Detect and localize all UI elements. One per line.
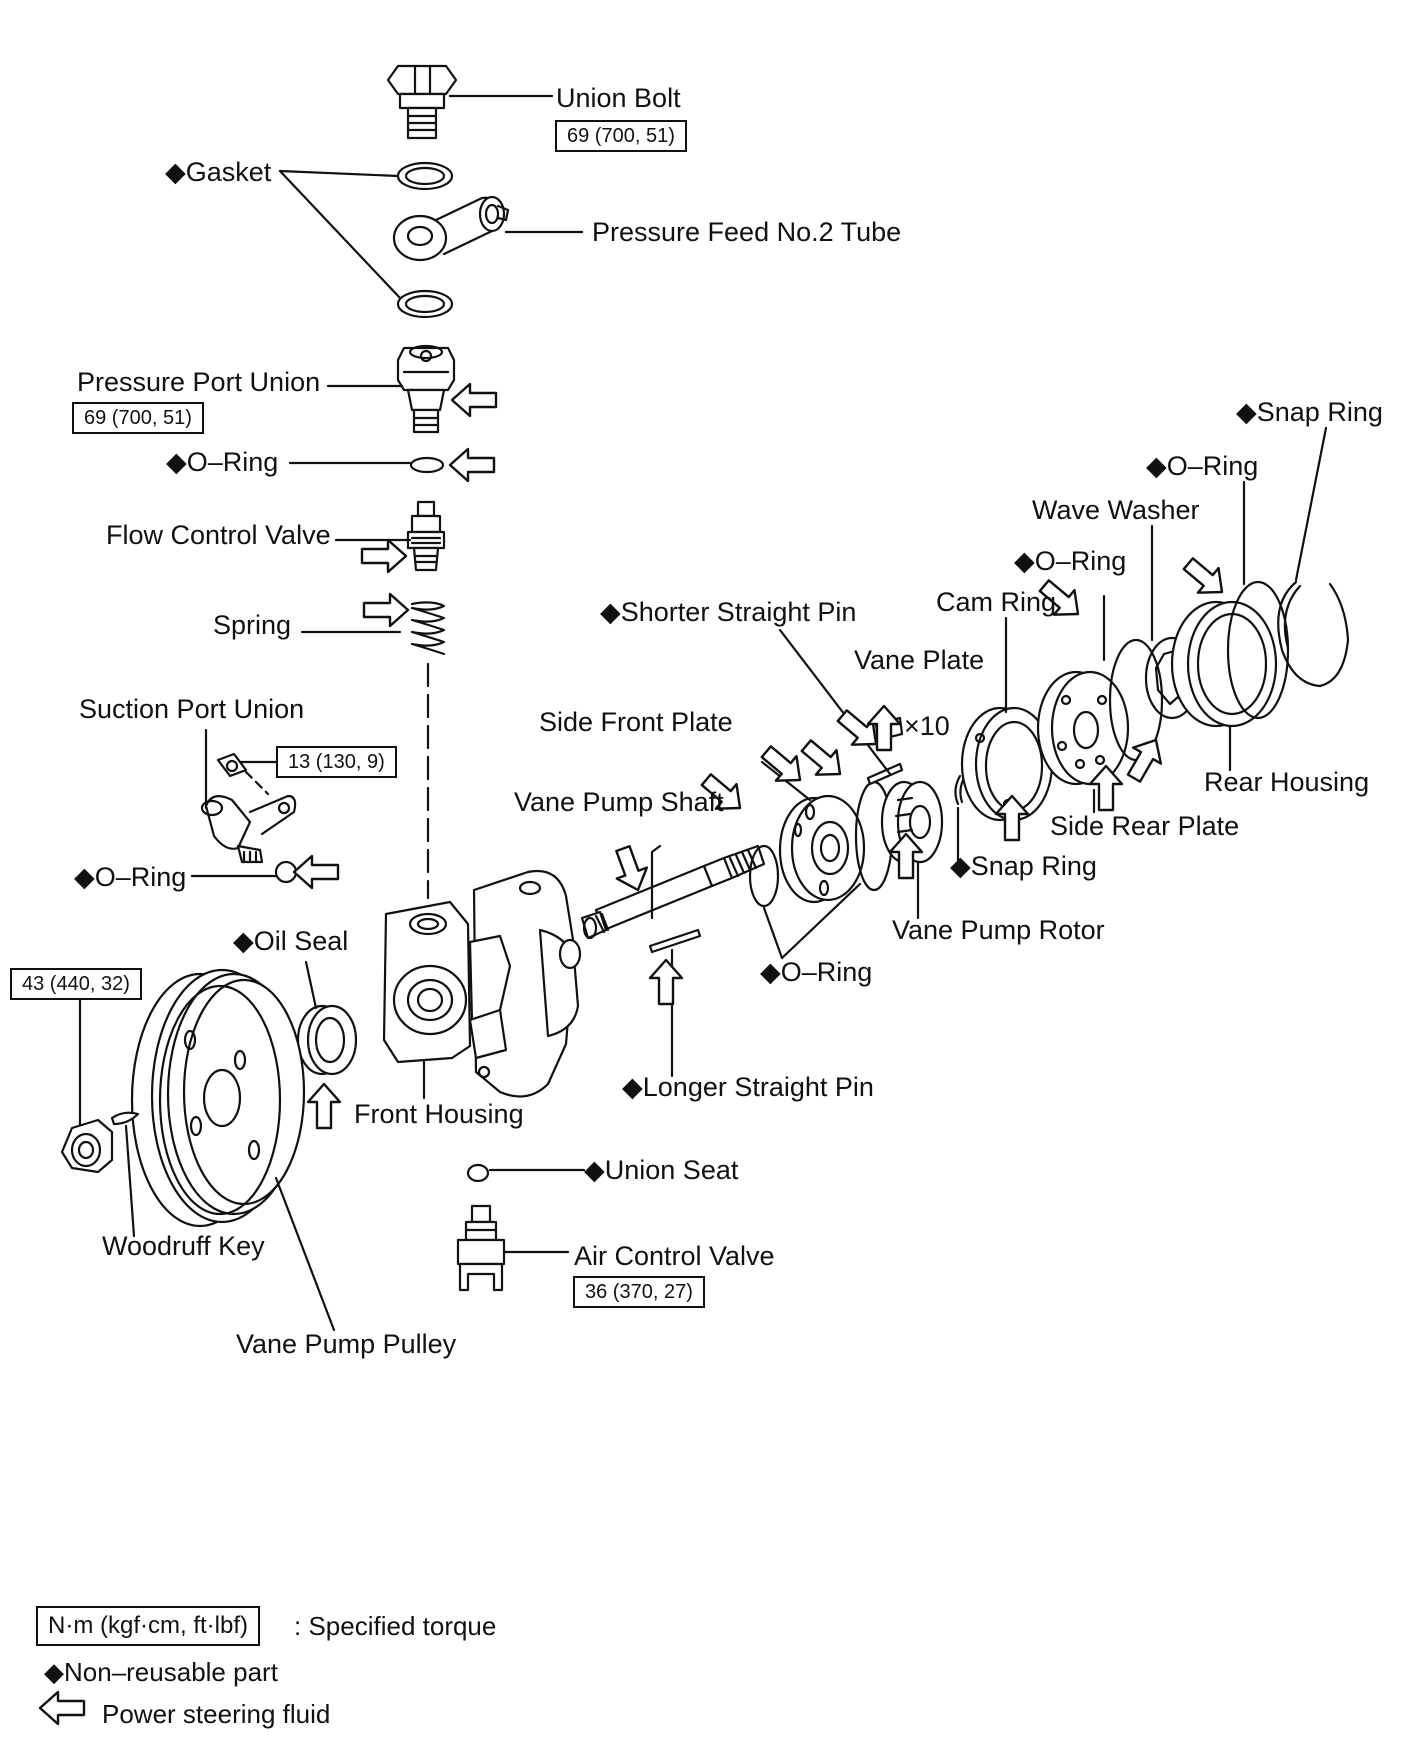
snap-ring-outer-part <box>1277 580 1350 688</box>
label-union-seat: ◆Union Seat <box>584 1155 739 1185</box>
pulley-nut-part <box>60 1118 114 1174</box>
torque-pressure-port-union: 69 (700, 51) <box>72 402 204 434</box>
torque-air-control-valve: 36 (370, 27) <box>573 1276 705 1308</box>
vane-pump-pulley-part <box>130 968 306 1228</box>
union-seat-part <box>466 1163 490 1183</box>
label-spring: Spring <box>213 610 292 640</box>
label-vane-pump-pulley: Vane Pump Pulley <box>236 1329 457 1359</box>
legend-fluid: Power steering fluid <box>102 1699 331 1729</box>
gasket-upper <box>396 161 454 191</box>
label-wave-washer: Wave Washer <box>1032 495 1200 525</box>
label-front-housing: Front Housing <box>354 1099 524 1129</box>
label-air-control-valve: Air Control Valve <box>574 1241 775 1271</box>
label-oil-seal: ◆Oil Seal <box>233 926 349 956</box>
legend-torque-desc: : Specified torque <box>294 1611 497 1641</box>
torque-union-bolt: 69 (700, 51) <box>555 120 687 152</box>
o-ring-pressure-part <box>409 456 445 474</box>
label-o-ring-pressure: ◆O–Ring <box>166 447 279 477</box>
label-vane-pump-rotor: Vane Pump Rotor <box>892 915 1105 945</box>
side-rear-plate-part <box>1036 670 1130 786</box>
vane-pump-shaft-part <box>580 844 766 940</box>
label-side-rear-plate: Side Rear Plate <box>1050 811 1240 841</box>
label-rear-housing: Rear Housing <box>1204 767 1370 797</box>
o-ring-outer-part <box>1226 580 1290 720</box>
legend-torque-unit: N·m (kgf·cm, ft·lbf) <box>36 1606 260 1646</box>
label-shorter-straight-pin: ◆Shorter Straight Pin <box>600 597 857 627</box>
pressure-feed-tube-part <box>392 195 510 262</box>
label-o-ring-shaft: ◆O–Ring <box>760 957 873 987</box>
flow-control-valve-part <box>406 500 446 572</box>
spring-part <box>410 601 446 656</box>
gasket-lower <box>396 289 454 319</box>
suction-port-union-part <box>200 752 297 864</box>
torque-pulley-nut: 43 (440, 32) <box>10 968 142 1000</box>
shorter-straight-pin-part <box>866 762 904 786</box>
label-vane-plate: Vane Plate <box>854 645 985 675</box>
label-snap-ring-outer: ◆Snap Ring <box>1236 397 1383 427</box>
side-front-plate-part <box>778 794 866 904</box>
front-housing-part <box>382 869 582 1098</box>
oil-seal-part <box>296 1004 358 1076</box>
label-snap-ring-inner: ◆Snap Ring <box>950 851 1097 881</box>
legend-non-reusable: ◆Non–reusable part <box>44 1657 278 1687</box>
longer-straight-pin-part <box>648 928 702 954</box>
label-woodruff-key: Woodruff Key <box>102 1231 265 1261</box>
woodruff-key-part <box>110 1111 140 1126</box>
label-vane-pump-shaft: Vane Pump Shaft <box>514 787 724 817</box>
label-o-ring-suction: ◆O–Ring <box>74 862 187 892</box>
pressure-port-union-part <box>396 344 456 434</box>
label-gasket: ◆Gasket <box>165 157 272 187</box>
cam-ring-part <box>960 706 1054 822</box>
label-pressure-feed-tube: Pressure Feed No.2 Tube <box>592 217 902 247</box>
label-flow-control-valve: Flow Control Valve <box>106 520 331 550</box>
label-side-front-plate: Side Front Plate <box>539 707 733 737</box>
label-o-ring-outer: ◆O–Ring <box>1146 451 1259 481</box>
legend-fluid-arrow <box>38 1690 86 1726</box>
rear-housing-part <box>1170 600 1278 728</box>
union-bolt-part <box>386 64 458 140</box>
air-control-valve-part <box>456 1204 506 1292</box>
label-suction-port-union: Suction Port Union <box>79 694 305 724</box>
o-ring-shaft-part <box>748 844 780 908</box>
label-pressure-port-union: Pressure Port Union <box>77 367 321 397</box>
label-cam-ring: Cam Ring <box>936 587 1057 617</box>
label-longer-straight-pin: ◆Longer Straight Pin <box>622 1072 874 1102</box>
label-vane-plate-qty: ×10 <box>904 711 950 741</box>
label-union-bolt: Union Bolt <box>556 83 681 113</box>
label-o-ring-rear: ◆O–Ring <box>1014 546 1127 576</box>
torque-suction-port-union: 13 (130, 9) <box>276 746 397 778</box>
